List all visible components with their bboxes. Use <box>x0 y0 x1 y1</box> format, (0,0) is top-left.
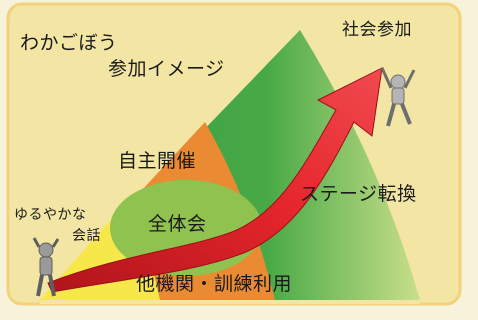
rising-arrow-icon <box>47 67 383 293</box>
label-casual-talk-line-1: ゆるやかな <box>14 207 87 223</box>
title-line-2: 参加イメージ <box>108 58 225 80</box>
label-other-organizations: 他機関・訓練利用 <box>136 273 293 295</box>
person-celebrating-icon <box>380 67 416 127</box>
title-line-1: わかごぼう <box>20 32 118 54</box>
person-struggling-icon <box>32 237 60 297</box>
label-casual-talk-line-2: 会話 <box>72 228 101 244</box>
label-social-participation: 社会参加 <box>342 20 412 40</box>
label-stage-shift: ステージ転換 <box>300 183 417 205</box>
bottom-band <box>40 300 420 304</box>
label-whole-meeting: 全体会 <box>148 213 207 235</box>
label-self-hosted: 自主開催 <box>118 150 197 172</box>
